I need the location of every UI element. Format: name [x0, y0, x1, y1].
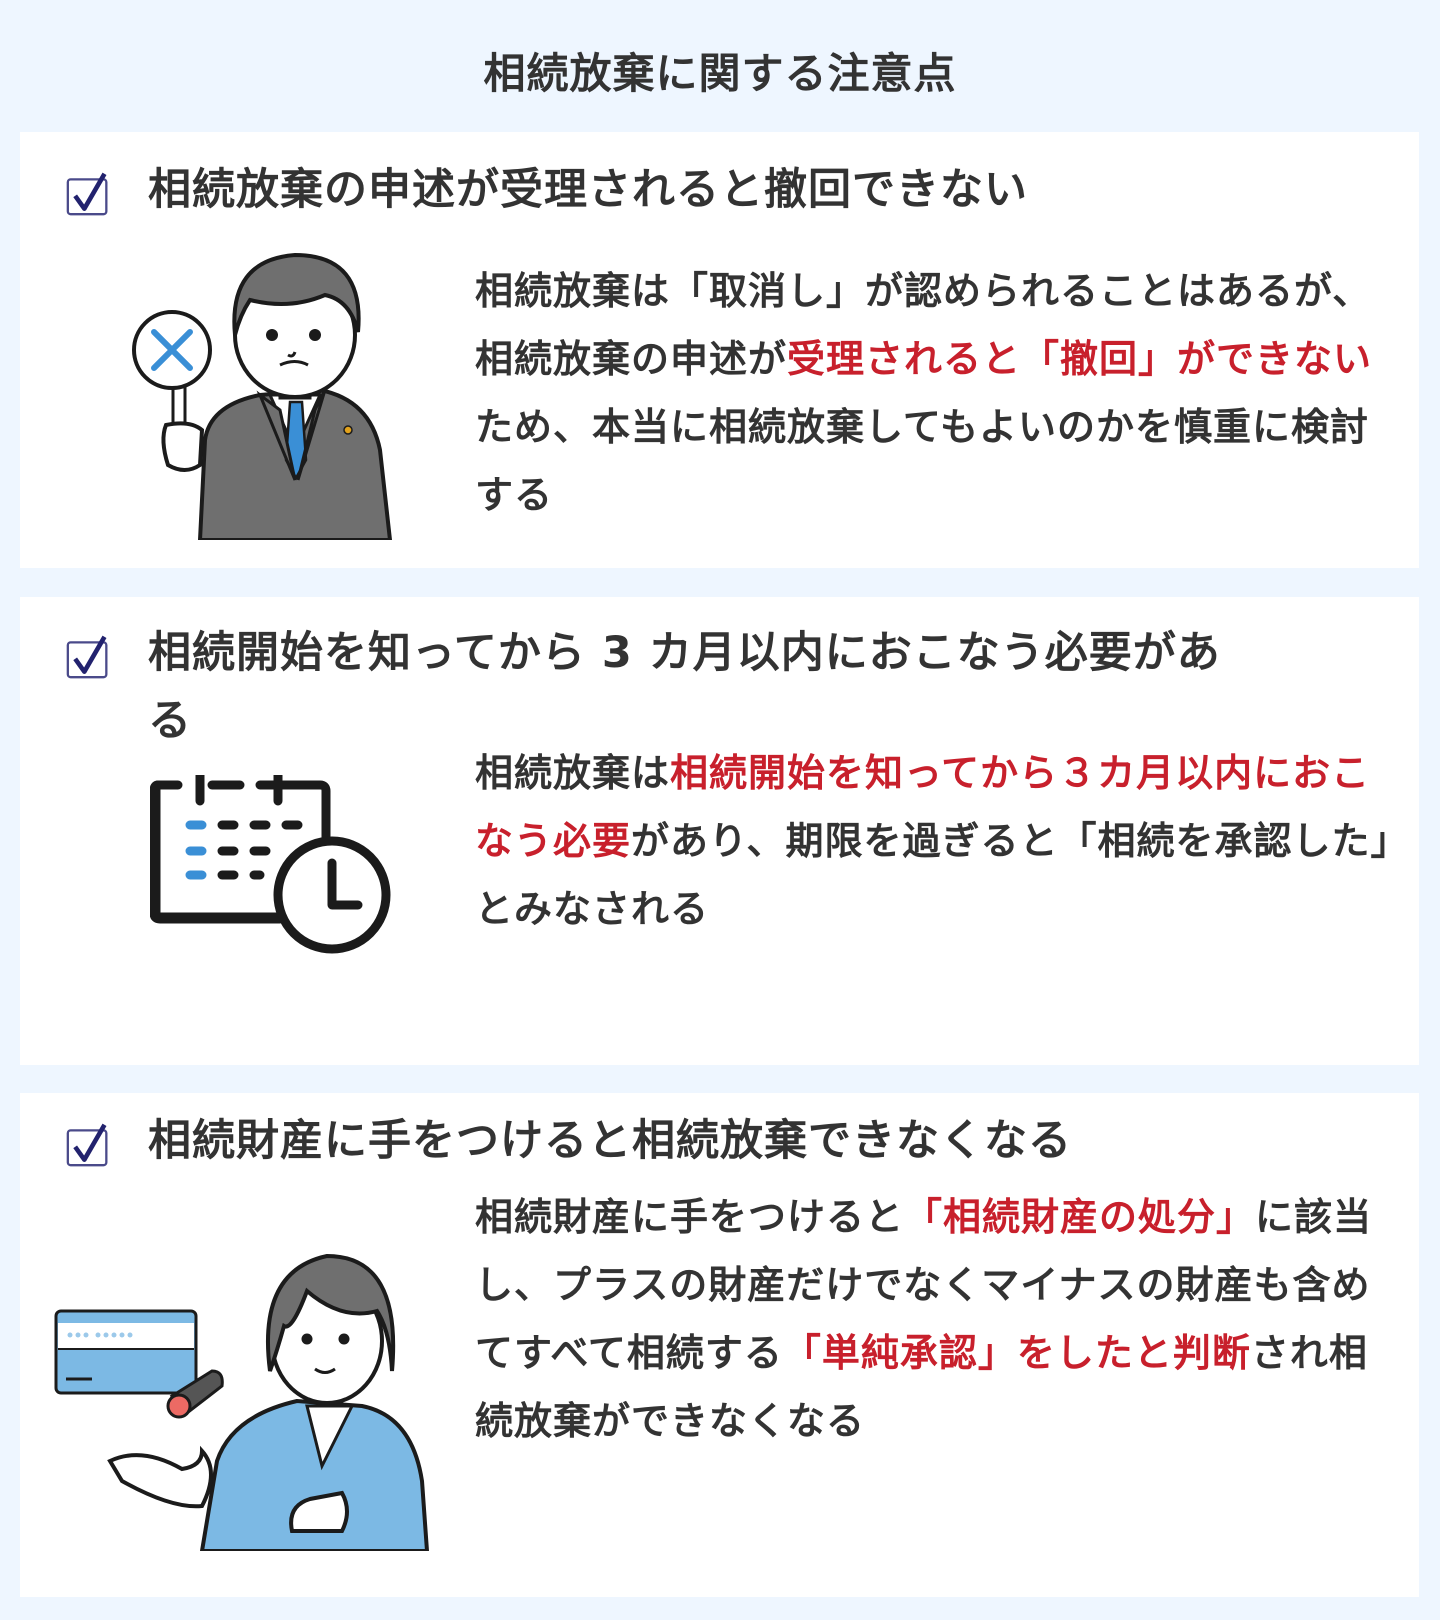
card-heading: 相続財産に手をつけると相続放棄できなくなる — [148, 1116, 1072, 1166]
body-segment: され相続放棄ができなくなる — [475, 1331, 1368, 1443]
businessman-x-sign-illustration — [132, 252, 393, 540]
card-heading: 相続開始を知ってから 3 カ月以内におこなう必要がある — [148, 628, 1221, 746]
caution-card-asset-disposal: 相続財産に手をつけると相続放棄できなくなる 相続財産に手をつけると「相続財産の処… — [20, 1093, 1419, 1597]
card-body: 相続放棄は相続開始を知ってから３カ月以内におこなう必要があり、期限を過ぎると「相… — [475, 739, 1399, 943]
card-body: 相続放棄は「取消し」が認められることはあるが、相続放棄の申述が受理されると「撤回… — [475, 257, 1399, 529]
checkbox-checked-icon — [66, 1123, 108, 1167]
body-segment: ため、本当に相続放棄してもよいのかを慎重に検討する — [475, 405, 1369, 517]
body-segment: に該当し、プラスの財産だけでなくマイナスの財産も含めてすべて相続する — [475, 1195, 1373, 1375]
card-heading: 相続放棄の申述が受理されると撤回できない — [148, 165, 1028, 215]
page-title: 相続放棄に関する注意点 — [483, 49, 957, 98]
woman-bankcard-seal-illustration — [54, 1253, 430, 1551]
checkbox-checked-icon — [66, 172, 108, 216]
caution-card-withdrawal: 相続放棄の申述が受理されると撤回できない 相続放棄は「取消し」が認められることは… — [20, 132, 1419, 568]
checkbox-checked-icon — [66, 635, 108, 679]
body-highlight: 相続開始を知ってから３カ月以内におこなう必要 — [475, 751, 1371, 863]
body-segment: 相続財産に手をつけると — [475, 1195, 905, 1239]
body-segment: 相続放棄は「取消し」が認められることはあるが、相続放棄の申述が — [475, 269, 1372, 381]
card-body: 相続財産に手をつけると「相続財産の処分」に該当し、プラスの財産だけでなくマイナス… — [475, 1183, 1399, 1455]
body-highlight: 受理されると「撤回」ができない — [787, 337, 1373, 381]
body-segment: があり、期限を過ぎると「相続を承認した」とみなされる — [475, 819, 1391, 931]
body-highlight: 「相続財産の処分」 — [904, 1195, 1256, 1239]
body-segment: 相続放棄は — [475, 751, 671, 795]
caution-card-deadline: 相続開始を知ってから 3 カ月以内におこなう必要がある 相続放棄は相続開始を知っ… — [20, 597, 1419, 1065]
body-highlight: 「単純承認」をしたと判断 — [782, 1331, 1251, 1375]
calendar-clock-icon — [150, 775, 391, 954]
